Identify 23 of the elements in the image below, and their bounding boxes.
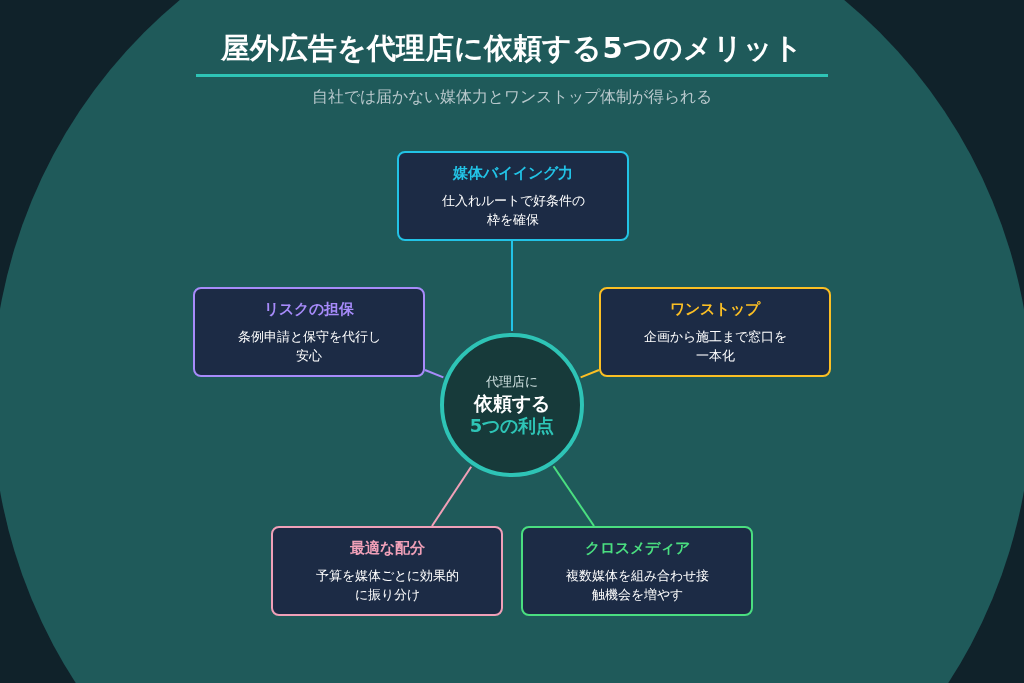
connector-line — [431, 465, 473, 527]
card-description: 条例申請と保守を代行し安心 — [237, 327, 381, 366]
center-subheading: 5つの利点 — [469, 415, 555, 438]
benefit-card — [193, 287, 425, 377]
card-heading: クロスメディア — [584, 538, 690, 560]
subtitle: 自社では届かない媒体力とワンストップ体制が得られる — [312, 86, 712, 109]
card-description: 複数媒体を組み合わせ接触機会を増やす — [565, 566, 709, 605]
card-description: 予算を媒体ごとに効果的に振り分け — [315, 566, 459, 605]
benefit-card — [271, 526, 503, 616]
benefit-card — [397, 151, 629, 241]
card-heading: リスクの担保 — [264, 299, 354, 321]
connector-line — [552, 465, 595, 527]
center-label: 代理店に — [486, 373, 538, 392]
card-description: 企画から施工まで窓口を一本化 — [643, 327, 787, 366]
card-heading: 最適な配分 — [349, 538, 425, 560]
center-heading: 依頼する — [474, 391, 550, 416]
benefit-card — [521, 526, 753, 616]
title: 屋外広告を代理店に依頼する5つのメリット — [221, 30, 803, 67]
card-heading: 媒体バイイング力 — [453, 163, 573, 185]
card-description: 仕入れルートで好条件の枠を確保 — [441, 191, 585, 230]
card-heading: ワンストップ — [670, 299, 760, 321]
benefit-card — [599, 287, 831, 377]
connector-line — [511, 240, 513, 332]
